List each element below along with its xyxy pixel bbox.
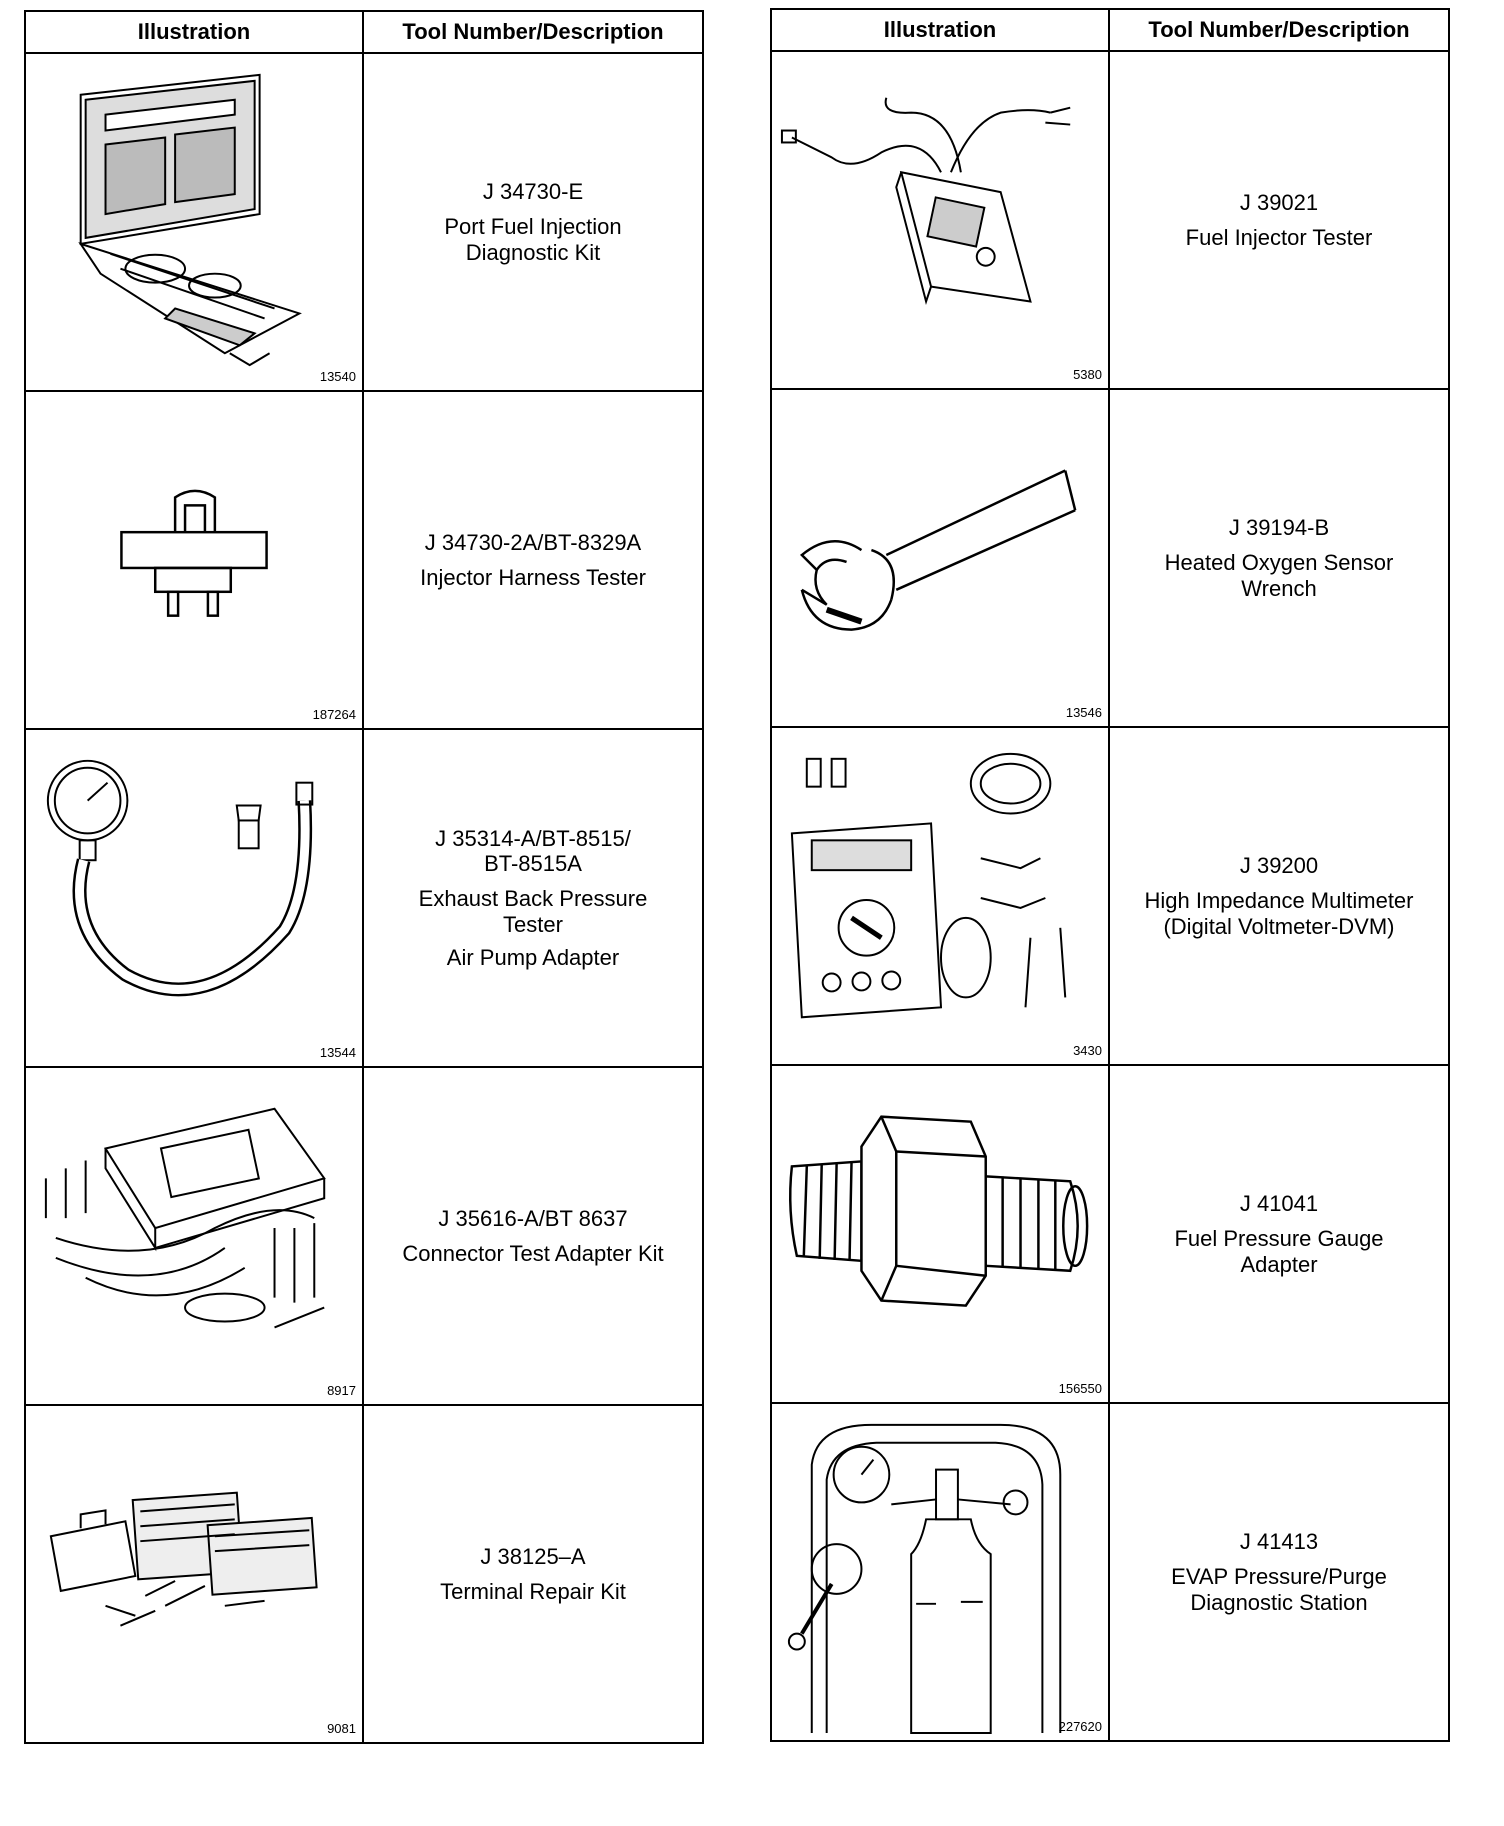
- illustration-cell: 3430: [770, 726, 1110, 1066]
- tool-header: Tool Number/Description: [362, 10, 704, 54]
- tool-number: J 41413: [1239, 1529, 1319, 1555]
- oxygen-sensor-wrench-illustration: [799, 469, 1077, 631]
- tool-number: J 39194-B: [1228, 515, 1330, 541]
- pressure-gauge-illustration: [46, 759, 314, 997]
- tool-description-secondary: Air Pump Adapter: [446, 944, 620, 970]
- table-row: 156550 J 41041 Fuel Pressure Gauge Adapt…: [770, 1064, 1450, 1404]
- tool-number: J 38125–A: [480, 1543, 586, 1569]
- figure-number: 13540: [319, 369, 356, 384]
- tool-number-continued: BT-8515A: [484, 851, 582, 877]
- tool-description: Adapter: [1240, 1251, 1318, 1277]
- tool-number: J 35616-A/BT 8637: [438, 1205, 628, 1231]
- table-header-row: Illustration Tool Number/Description: [770, 8, 1450, 52]
- tool-description: Connector Test Adapter Kit: [402, 1241, 664, 1266]
- table-row: 8917 J 35616-A/BT 8637 Connector Test Ad…: [24, 1066, 704, 1406]
- description-cell: J 39021 Fuel Injector Tester: [1108, 50, 1450, 390]
- tool-description: Injector Harness Tester: [420, 565, 646, 590]
- tool-description: Terminal Repair Kit: [440, 1579, 626, 1604]
- table-row: 13544 J 35314-A/BT-8515/ BT-8515A Exhaus…: [24, 728, 704, 1068]
- illustration-cell: 13540: [24, 52, 364, 392]
- description-cell: J 41041 Fuel Pressure Gauge Adapter: [1108, 1064, 1450, 1404]
- tool-number: J 34730-2A/BT-8329A: [424, 529, 642, 555]
- table-row: 5380 J 39021 Fuel Injector Tester: [770, 50, 1450, 390]
- figure-number: 156550: [1058, 1381, 1102, 1396]
- table-row: 187264 J 34730-2A/BT-8329A Injector Harn…: [24, 390, 704, 730]
- illustration-cell: 227620: [770, 1402, 1110, 1742]
- description-cell: J 38125–A Terminal Repair Kit: [362, 1404, 704, 1744]
- evap-station-illustration: [787, 1423, 1062, 1735]
- fuel-pressure-adapter-illustration: [788, 1115, 1089, 1307]
- illustration-header: Illustration: [24, 10, 364, 54]
- tool-description: Tester: [503, 911, 563, 937]
- tool-number: J 34730-E: [482, 179, 584, 205]
- illustration-cell: 5380: [770, 50, 1110, 390]
- figure-number: 3430: [1073, 1043, 1102, 1058]
- figure-number: 227620: [1058, 1719, 1102, 1734]
- table-header-row: Illustration Tool Number/Description: [24, 10, 704, 54]
- tool-description: (Digital Voltmeter-DVM): [1163, 913, 1395, 939]
- description-cell: J 34730-E Port Fuel Injection Diagnostic…: [362, 52, 704, 392]
- tool-description: Fuel Pressure Gauge: [1174, 1226, 1384, 1252]
- tool-number: J 41041: [1239, 1191, 1319, 1217]
- tool-description: Wrench: [1241, 575, 1317, 601]
- illustration-header: Illustration: [770, 8, 1110, 52]
- terminal-repair-kit-illustration: [49, 1491, 318, 1627]
- tool-number: J 35314-A/BT-8515/: [435, 825, 631, 851]
- illustration-cell: 8917: [24, 1066, 364, 1406]
- figure-number: 9081: [327, 1721, 356, 1736]
- tool-description: Exhaust Back Pressure: [418, 886, 648, 912]
- description-cell: J 35314-A/BT-8515/ BT-8515A Exhaust Back…: [362, 728, 704, 1068]
- connector-adapter-kit-illustration: [44, 1107, 326, 1329]
- tool-number: J 39021: [1239, 189, 1319, 215]
- tool-number: J 39200: [1239, 853, 1319, 879]
- description-cell: J 39200 High Impedance Multimeter (Digit…: [1108, 726, 1450, 1066]
- tool-description: Fuel Injector Tester: [1185, 225, 1373, 250]
- illustration-cell: 9081: [24, 1404, 364, 1744]
- illustration-cell: 13544: [24, 728, 364, 1068]
- tool-description: Heated Oxygen Sensor: [1164, 550, 1394, 576]
- fuel-injector-tester-illustration: [780, 97, 1071, 306]
- table-row: 9081 J 38125–A Terminal Repair Kit: [24, 1404, 704, 1744]
- tool-description: Diagnostic Kit: [465, 239, 601, 265]
- tool-description: EVAP Pressure/Purge: [1171, 1564, 1387, 1590]
- table-row: 3430 J 39200 High Impedance Multimeter (…: [770, 726, 1450, 1066]
- table-row: 227620 J 41413 EVAP Pressure/Purge Diagn…: [770, 1402, 1450, 1742]
- description-cell: J 35616-A/BT 8637 Connector Test Adapter…: [362, 1066, 704, 1406]
- tool-header: Tool Number/Description: [1108, 8, 1450, 52]
- table-row: 13540 J 34730-E Port Fuel Injection Diag…: [24, 52, 704, 392]
- description-cell: J 39194-B Heated Oxygen Sensor Wrench: [1108, 388, 1450, 728]
- table-row: 13546 J 39194-B Heated Oxygen Sensor Wre…: [770, 388, 1450, 728]
- tool-description: Diagnostic Station: [1190, 1589, 1368, 1615]
- tool-table-right: Illustration Tool Number/Description 538…: [770, 8, 1450, 1742]
- diagnostic-kit-case-illustration: [78, 73, 302, 367]
- description-cell: J 41413 EVAP Pressure/Purge Diagnostic S…: [1108, 1402, 1450, 1742]
- figure-number: 8917: [327, 1383, 356, 1398]
- description-cell: J 34730-2A/BT-8329A Injector Harness Tes…: [362, 390, 704, 730]
- multimeter-illustration: [790, 752, 1067, 1019]
- tool-table-left: Illustration Tool Number/Description 135…: [24, 10, 704, 1744]
- illustration-cell: 156550: [770, 1064, 1110, 1404]
- illustration-cell: 13546: [770, 388, 1110, 728]
- figure-number: 187264: [312, 707, 356, 722]
- tool-description: Port Fuel Injection: [444, 214, 622, 240]
- figure-number: 13544: [319, 1045, 356, 1060]
- figure-number: 5380: [1073, 367, 1102, 382]
- injector-harness-tester-illustration: [120, 489, 268, 617]
- figure-number: 13546: [1065, 705, 1102, 720]
- tool-description: High Impedance Multimeter: [1144, 888, 1414, 914]
- illustration-cell: 187264: [24, 390, 364, 730]
